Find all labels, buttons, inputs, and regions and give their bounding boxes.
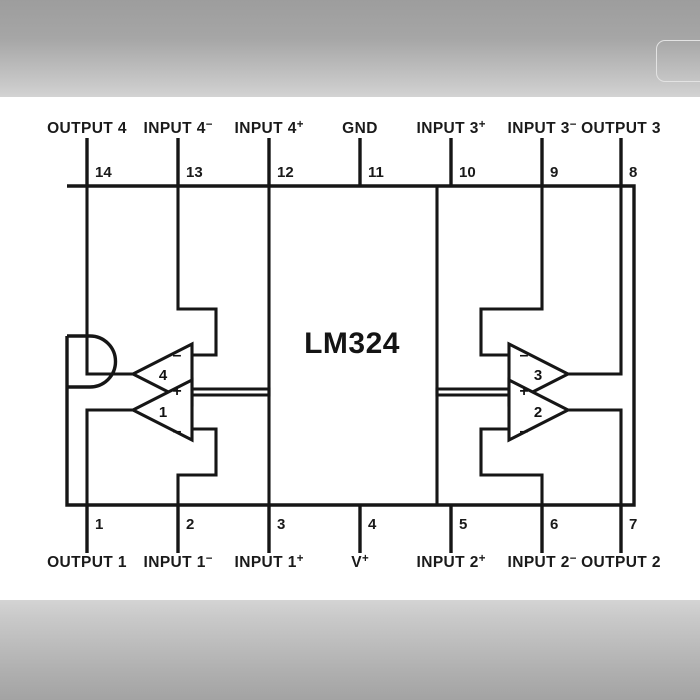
pin-label-7: OUTPUT 2 [581, 554, 661, 571]
pin-number-10: 10 [459, 164, 476, 181]
pin-number-11: 11 [368, 164, 384, 181]
amp-2-number: 2 [534, 404, 542, 421]
pin-label-10: INPUT 3+ [417, 119, 486, 137]
pin-number-6: 6 [550, 516, 558, 533]
amp-4-plus-input-wire [190, 184, 271, 397]
amp-4-minus-sign: – [173, 347, 182, 364]
orientation-notch-icon [67, 334, 118, 389]
pin-number-7: 7 [629, 516, 637, 533]
pin-label-11: GND [342, 120, 378, 137]
top-pin-numbers: 14 13 12 11 10 9 8 [95, 164, 637, 181]
pin-number-2: 2 [186, 516, 194, 533]
amplifier-1-group: + – 1 [85, 377, 271, 507]
amp-4-minus-input-wire [176, 184, 218, 357]
amp-1-triangle-icon [129, 377, 194, 443]
amp-4-number: 4 [159, 367, 168, 384]
faint-corner-artifact [656, 40, 700, 82]
amp-2-minus-sign: – [520, 423, 529, 440]
pin-number-4: 4 [368, 516, 377, 533]
amp-1-plus-sign: + [172, 383, 181, 400]
chip-name-label: LM324 [304, 327, 400, 360]
bottom-letterbox-band [0, 600, 700, 700]
bottom-pin-numbers: 1 2 3 4 5 6 7 [95, 516, 637, 533]
amp-3-minus-input-wire [479, 184, 544, 357]
amp-1-minus-input-wire [176, 427, 218, 507]
pin-number-3: 3 [277, 516, 285, 533]
amp-3-plus-input-wire [435, 184, 511, 397]
package-body-outline [65, 184, 636, 507]
amp-1-number: 1 [159, 404, 167, 421]
pin-label-2: INPUT 1− [144, 553, 213, 571]
pin-number-12: 12 [277, 164, 294, 181]
lm324-schematic-svg: – + 4 – + 3 [47, 119, 661, 571]
amplifier-3-group: – + 3 [435, 184, 623, 407]
bottom-pin-labels: OUTPUT 1 INPUT 1− INPUT 1+ V+ INPUT 2+ I… [47, 553, 661, 571]
top-pin-labels: OUTPUT 4 INPUT 4− INPUT 4+ GND INPUT 3+ … [47, 119, 661, 137]
pin-label-14: OUTPUT 4 [47, 120, 127, 137]
amp-1-plus-input-wire [190, 387, 271, 507]
amp-3-number: 3 [534, 367, 542, 384]
pin-number-14: 14 [95, 164, 112, 181]
pin-label-9: INPUT 3− [508, 119, 577, 137]
pin-label-6: INPUT 2− [508, 553, 577, 571]
pin-label-5: INPUT 2+ [417, 553, 486, 571]
diagram-canvas: – + 4 – + 3 [0, 97, 700, 600]
amp-1-minus-sign: – [173, 423, 182, 440]
amplifier-2-group: + – 2 [435, 377, 623, 507]
amp-2-plus-input-wire [435, 387, 511, 507]
pin-number-9: 9 [550, 164, 558, 181]
amp-3-minus-sign: – [520, 347, 529, 364]
amp-2-plus-sign: + [519, 383, 528, 400]
amp-4-output-wire [85, 184, 135, 376]
pin-label-13: INPUT 4− [144, 119, 213, 137]
pin-label-12: INPUT 4+ [235, 119, 304, 137]
pin-number-13: 13 [186, 164, 203, 181]
pin-label-8: OUTPUT 3 [581, 120, 661, 137]
amp-3-output-wire [566, 184, 623, 376]
amp-2-output-wire [566, 408, 623, 507]
top-letterbox-band [0, 0, 700, 97]
bottom-pin-leads [85, 505, 623, 553]
top-pin-leads [85, 138, 623, 186]
package-body [65, 184, 636, 507]
pin-label-3: INPUT 1+ [235, 553, 304, 571]
pin-number-1: 1 [95, 516, 103, 533]
pin-number-8: 8 [629, 164, 637, 181]
amp-2-triangle-icon [507, 377, 572, 443]
amp-1-output-wire [85, 408, 135, 507]
pin-number-5: 5 [459, 516, 467, 533]
pin-label-1: OUTPUT 1 [47, 554, 127, 571]
amp-2-minus-input-wire [479, 427, 544, 507]
pin-label-4: V+ [351, 553, 369, 571]
